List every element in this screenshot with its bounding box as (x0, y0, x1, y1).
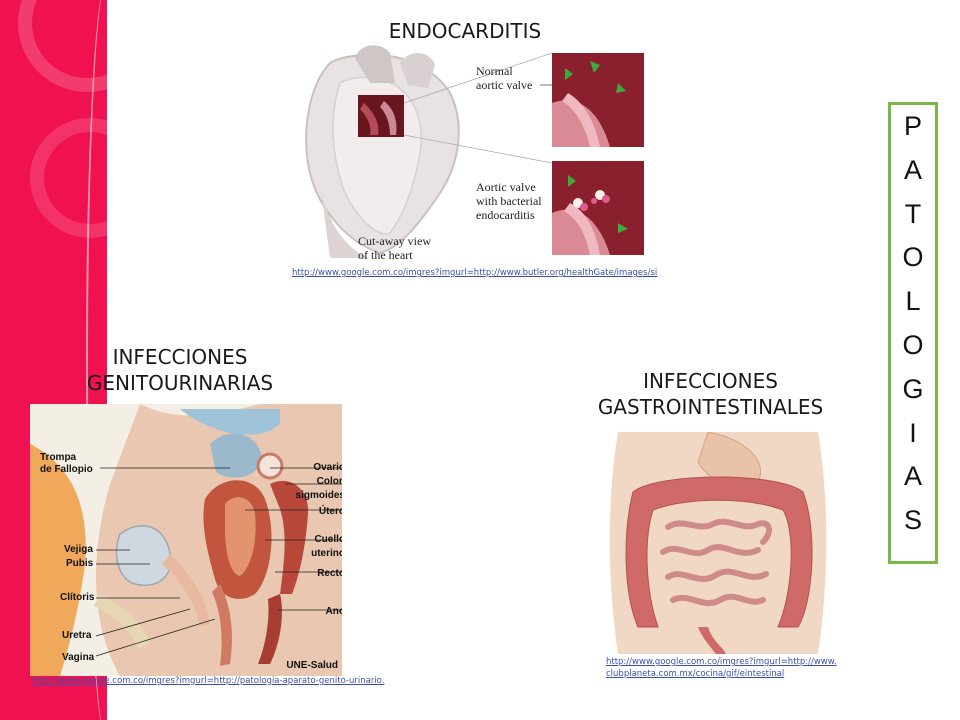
title-letter: O (902, 242, 924, 273)
gastrointestinales-source-link[interactable]: http://www.google.com.co/imgres?imgurl=h… (606, 656, 846, 680)
label-cutaway-2: of the heart (358, 248, 413, 262)
label-normal-2: aortic valve (476, 78, 532, 92)
title-letter: L (905, 286, 921, 317)
genitourinarias-title-line2: GENITOURINARIAS (86, 371, 274, 395)
label-recto: Recto (317, 568, 342, 579)
label-bacterial-1: Aortic valve (476, 180, 536, 194)
label-pubis: Pubis (66, 558, 94, 569)
gastrointestinales-title-line2: GASTROINTESTINALES (597, 395, 824, 419)
gastrointestinales-link-line1: http://www.google.com.co/imgres?imgurl=h… (606, 657, 837, 667)
endocarditis-source-link[interactable]: http://www.google.com.co/imgres?imgurl=h… (292, 268, 658, 278)
label-vagina: Vagina (62, 652, 95, 663)
label-vejiga: Vejiga (64, 544, 93, 555)
title-letter: A (903, 461, 922, 492)
title-letter: P (903, 111, 922, 141)
genitourinarias-title-line1: INFECCIONES (112, 345, 248, 369)
label-sigmoides: sigmoides (296, 490, 342, 501)
label-bacterial-3: endocarditis (476, 208, 535, 222)
label-une-salud: UNE-Salud (286, 660, 338, 671)
label-clitoris: Clítoris (60, 592, 95, 603)
title-letter: A (903, 154, 922, 185)
endocarditis-title: ENDOCARDITIS (388, 19, 542, 43)
title-letter: I (909, 417, 917, 448)
label-utero: Útero (319, 504, 342, 517)
label-colon: Colon (317, 476, 342, 487)
gastrointestinales-link-line2: clubplaneta.com.mx/cocina/gif/eintestina… (606, 669, 785, 679)
endocarditis-heart-illustration: Normal aortic valve Aortic valve with ba… (305, 45, 644, 262)
label-uretra: Uretra (62, 630, 92, 641)
title-letter: O (902, 329, 924, 360)
patologias-vertical-title: P A T O L O G I A S (888, 102, 938, 564)
genitourinarias-title: INFECCIONES GENITOURINARIAS (60, 344, 300, 396)
intestine-illustration (609, 432, 827, 654)
label-trompa: Trompa (40, 452, 77, 463)
label-de-fallopio: de Fallopio (40, 464, 93, 475)
label-uterino: uterino (311, 548, 342, 559)
label-ovario: Ovario (313, 462, 342, 473)
decorative-arc (86, 0, 107, 720)
genitourinary-anatomy-illustration: Trompa de Fallopio Vejiga Pubis Clítoris… (30, 404, 342, 676)
label-cuello: Cuello (314, 534, 342, 545)
label-normal-1: Normal (476, 64, 513, 78)
gastrointestinales-title-line1: INFECCIONES (643, 369, 778, 393)
title-letter: S (903, 505, 922, 536)
label-cutaway-1: Cut-away view (358, 234, 431, 248)
label-ano: Ano (326, 606, 342, 617)
gastrointestinales-title: INFECCIONES GASTROINTESTINALES (568, 368, 853, 420)
label-bacterial-2: with bacterial (476, 194, 542, 208)
title-letter: T (904, 198, 922, 229)
genitourinarias-source-link[interactable]: http://www.google.com.co/imgres?imgurl=h… (32, 676, 385, 686)
title-letter: G (902, 373, 924, 404)
